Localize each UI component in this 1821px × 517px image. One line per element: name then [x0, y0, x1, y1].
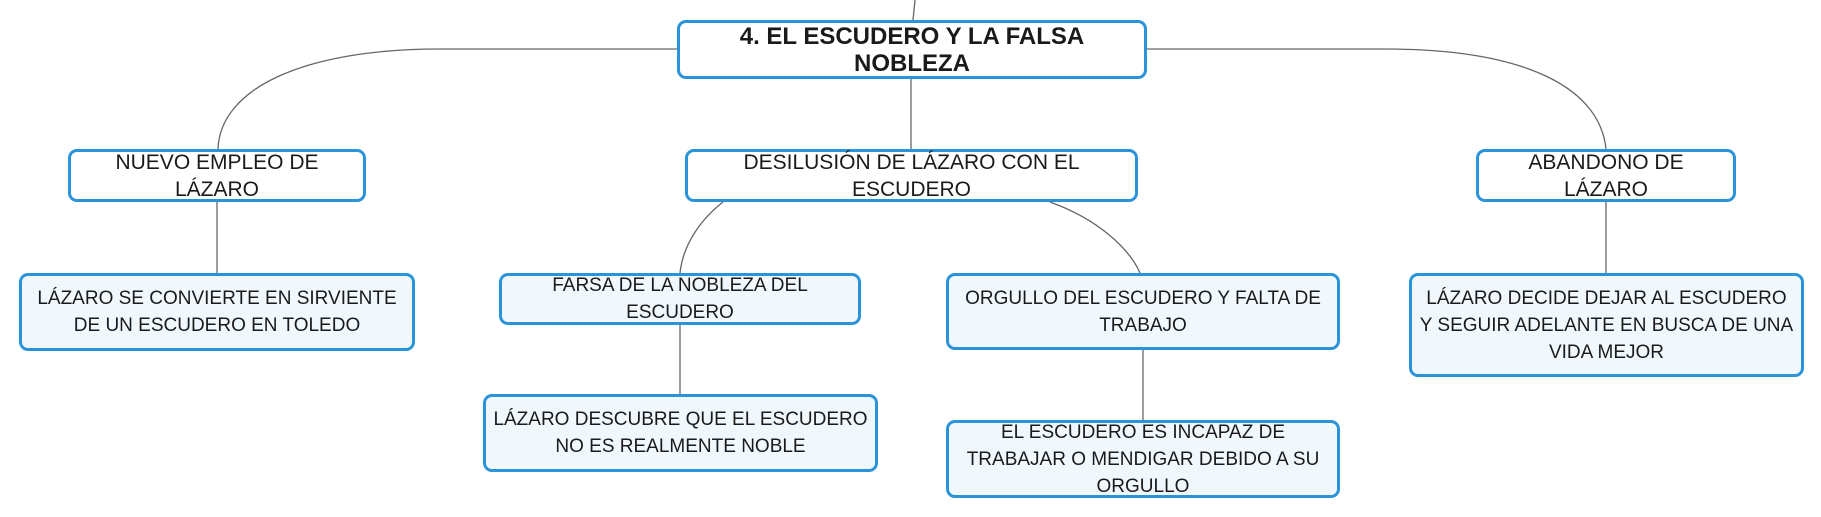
- topic-farsa-nobleza[interactable]: FARSA DE LA NOBLEZA DEL ESCUDERO: [499, 273, 861, 325]
- connector-branch-2-child-1: [679, 201, 724, 274]
- connector-root-branch-1: [217, 48, 677, 150]
- branch-nuevo-empleo[interactable]: NUEVO EMPLEO DE LÁZARO: [68, 149, 366, 202]
- branch-desilusion[interactable]: DESILUSIÓN DE LÁZARO CON EL ESCUDERO: [685, 149, 1138, 202]
- connector-to-parent: [912, 0, 916, 21]
- topic-sirviente-escudero[interactable]: LÁZARO SE CONVIERTE EN SIRVIENTE DE UN E…: [19, 273, 415, 351]
- connector-branch-2-child-2: [1049, 201, 1141, 274]
- topic-orgullo-escudero[interactable]: ORGULLO DEL ESCUDERO Y FALTA DE TRABAJO: [946, 273, 1340, 350]
- branch-abandono[interactable]: ABANDONO DE LÁZARO: [1476, 149, 1736, 202]
- connector-root-branch-3: [1146, 48, 1607, 150]
- topic-descubre-no-noble[interactable]: LÁZARO DESCUBRE QUE EL ESCUDERO NO ES RE…: [483, 394, 878, 472]
- root-topic[interactable]: 4. EL ESCUDERO Y LA FALSA NOBLEZA: [677, 20, 1147, 79]
- topic-dejar-escudero[interactable]: LÁZARO DECIDE DEJAR AL ESCUDERO Y SEGUIR…: [1409, 273, 1804, 377]
- topic-incapaz-trabajar[interactable]: EL ESCUDERO ES INCAPAZ DE TRABAJAR O MEN…: [946, 420, 1340, 498]
